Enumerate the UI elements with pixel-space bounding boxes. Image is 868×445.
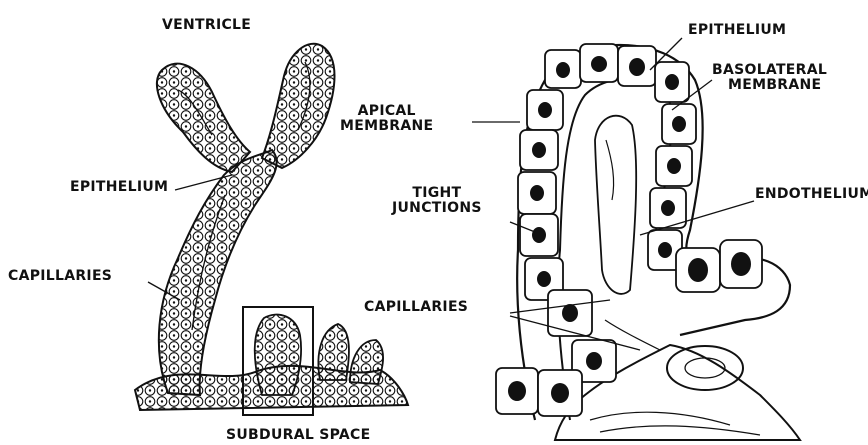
label-subdural-space: SUBDURAL SPACE: [226, 428, 370, 443]
label-epithelium-left: EPITHELIUM: [70, 180, 168, 195]
left-inset-frond: [255, 315, 301, 395]
label-basolateral-membrane: BASOLATERAL MEMBRANE: [712, 63, 827, 93]
label-apical-line2: MEMBRANE: [340, 119, 433, 134]
label-apical-membrane: APICAL MEMBRANE: [340, 104, 433, 134]
left-frond-right-arm: [262, 44, 335, 168]
label-tight-line2: JUNCTIONS: [392, 201, 482, 216]
label-basolateral-line1: BASOLATERAL: [712, 63, 827, 78]
label-apical-line1: APICAL: [340, 104, 433, 119]
label-tight-junctions: TIGHT JUNCTIONS: [392, 186, 482, 216]
left-frond-left-arm: [157, 64, 250, 172]
label-endothelium: ENDOTHELIUM: [755, 187, 868, 202]
label-tight-line1: TIGHT: [392, 186, 482, 201]
label-epithelium-right: EPITHELIUM: [688, 23, 786, 38]
left-plexus-illustration: [135, 44, 408, 415]
left-side-frond-1: [318, 324, 349, 380]
label-ventricle: VENTRICLE: [162, 18, 251, 33]
label-capillaries-right: CAPILLARIES: [364, 300, 468, 315]
left-side-frond-2: [350, 340, 383, 384]
label-capillaries-left: CAPILLARIES: [8, 269, 112, 284]
label-basolateral-line2: MEMBRANE: [712, 78, 827, 93]
right-villus-illustration: [472, 38, 800, 440]
